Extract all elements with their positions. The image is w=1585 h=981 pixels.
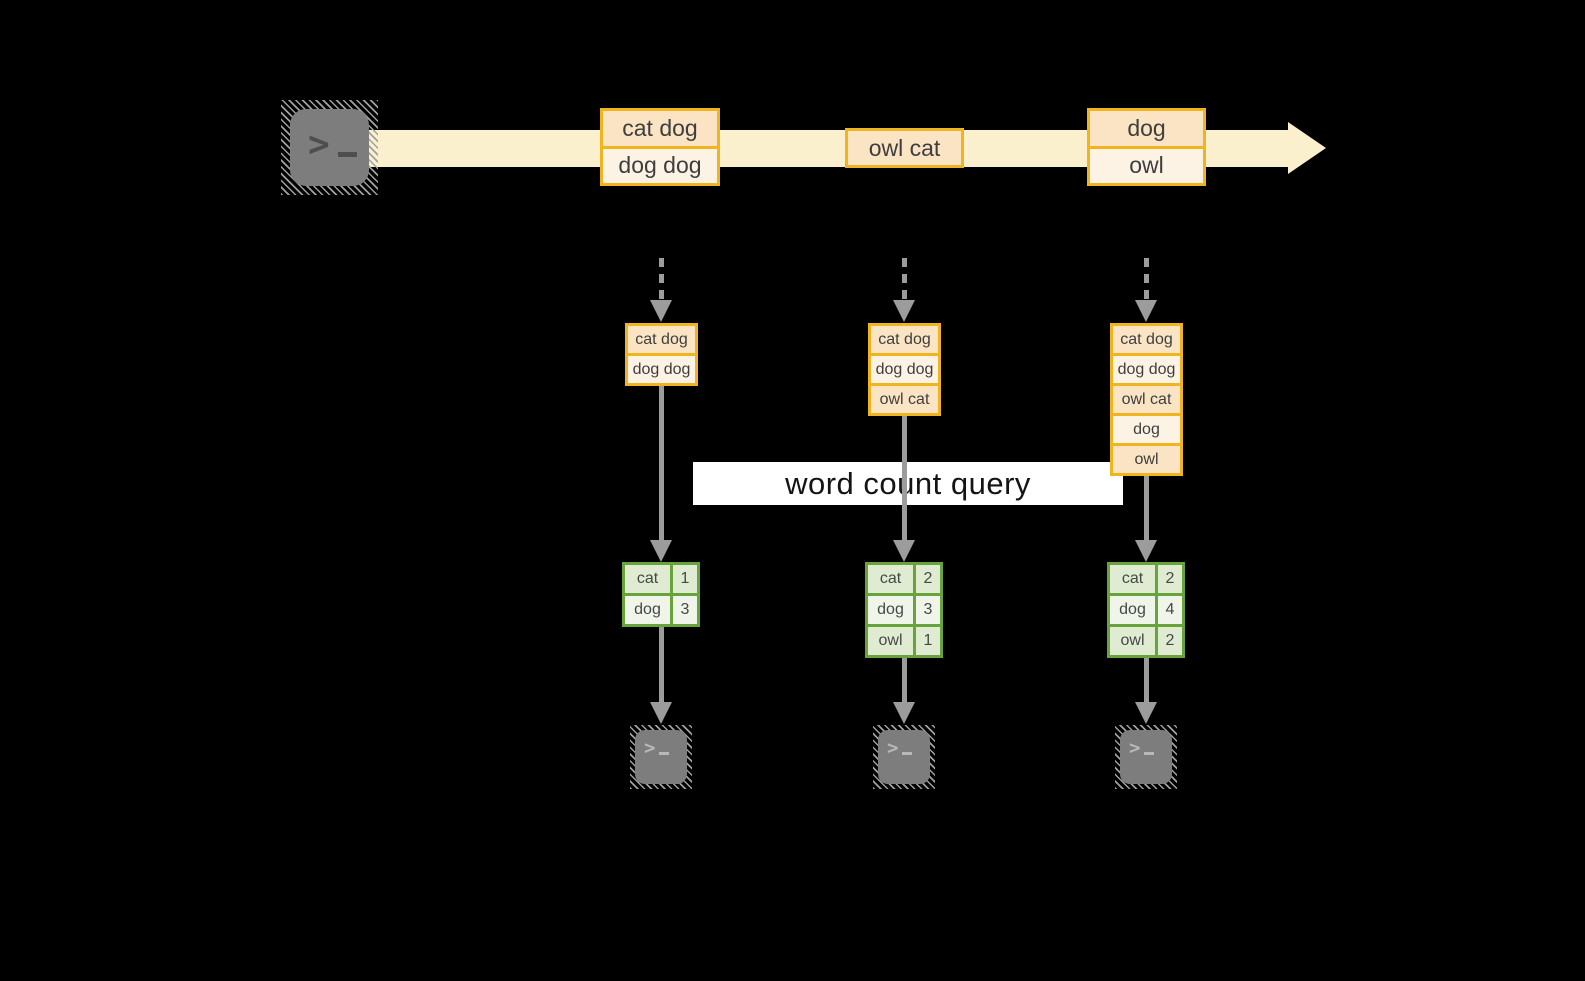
terminal-prompt-icon: > bbox=[878, 730, 930, 758]
sink-terminal-icon: > bbox=[630, 725, 692, 789]
state-log: cat dog dog dog owl cat dog owl bbox=[1110, 323, 1183, 476]
result-count-cell: 2 bbox=[1158, 565, 1182, 593]
state-log-row: cat dog bbox=[1113, 326, 1180, 353]
stream-record-row: owl cat bbox=[848, 131, 961, 165]
stream-record-row: dog bbox=[1090, 111, 1203, 146]
sink-arrowhead bbox=[650, 702, 672, 724]
query-arrow-line bbox=[1144, 476, 1149, 540]
prompt-cursor-icon bbox=[337, 152, 357, 157]
state-log-row: dog dog bbox=[628, 356, 695, 383]
terminal-prompt-icon: > bbox=[290, 109, 369, 163]
state-log-row: owl cat bbox=[871, 386, 938, 413]
state-log-row: cat dog bbox=[871, 326, 938, 353]
terminal-prompt-icon: > bbox=[635, 730, 687, 758]
stream-record: dog owl bbox=[1087, 108, 1206, 186]
result-count-cell: 4 bbox=[1158, 596, 1182, 624]
ingest-arrow-dash bbox=[1144, 258, 1149, 300]
prompt-cursor-icon bbox=[902, 752, 913, 755]
prompt-chevron-icon: > bbox=[308, 124, 330, 165]
query-arrow-line bbox=[902, 416, 907, 540]
stream-arrowhead bbox=[1288, 122, 1326, 174]
prompt-cursor-icon bbox=[659, 752, 670, 755]
state-log-row: dog dog bbox=[871, 356, 938, 383]
state-log-row: owl bbox=[1113, 446, 1180, 473]
terminal-prompt-icon: > bbox=[1120, 730, 1172, 758]
ingest-arrow-dash bbox=[659, 258, 664, 300]
result-count-cell: 2 bbox=[1158, 627, 1182, 655]
result-word-cell: cat bbox=[868, 565, 913, 593]
query-arrowhead bbox=[893, 540, 915, 562]
sink-terminal-icon: > bbox=[1115, 725, 1177, 789]
state-log-row: cat dog bbox=[628, 326, 695, 353]
result-word-cell: cat bbox=[625, 565, 670, 593]
sink-terminal-icon: > bbox=[873, 725, 935, 789]
result-word-cell: dog bbox=[1110, 596, 1155, 624]
state-log-row: dog bbox=[1113, 416, 1180, 443]
stream-record-row: dog dog bbox=[603, 148, 717, 183]
result-table: cat 1 dog 3 bbox=[622, 562, 700, 627]
result-word-cell: owl bbox=[1110, 627, 1155, 655]
stream-record-row: cat dog bbox=[603, 111, 717, 146]
query-label: word count query bbox=[693, 462, 1123, 505]
sink-arrow-line bbox=[659, 627, 664, 702]
result-word-cell: owl bbox=[868, 627, 913, 655]
result-word-cell: dog bbox=[868, 596, 913, 624]
sink-arrowhead bbox=[1135, 702, 1157, 724]
state-log-row: owl cat bbox=[1113, 386, 1180, 413]
sink-arrowhead bbox=[893, 702, 915, 724]
stream-record: cat dog dog dog bbox=[600, 108, 720, 186]
stream-record-row: owl bbox=[1090, 148, 1203, 183]
result-table: cat 2 dog 3 owl 1 bbox=[865, 562, 943, 658]
result-count-cell: 3 bbox=[673, 596, 697, 624]
state-log-row: dog dog bbox=[1113, 356, 1180, 383]
stream-record: owl cat bbox=[845, 128, 964, 168]
query-arrowhead bbox=[1135, 540, 1157, 562]
sink-arrow-line bbox=[902, 658, 907, 702]
ingest-arrow-dash bbox=[902, 258, 907, 300]
terminal-body: > bbox=[290, 109, 369, 186]
query-arrowhead bbox=[650, 540, 672, 562]
result-count-cell: 3 bbox=[916, 596, 940, 624]
result-count-cell: 2 bbox=[916, 565, 940, 593]
terminal-body: > bbox=[878, 730, 930, 784]
query-arrow-line bbox=[659, 386, 664, 540]
source-terminal-icon: > bbox=[281, 100, 378, 195]
result-word-cell: dog bbox=[625, 596, 670, 624]
terminal-body: > bbox=[635, 730, 687, 784]
result-word-cell: cat bbox=[1110, 565, 1155, 593]
result-table: cat 2 dog 4 owl 2 bbox=[1107, 562, 1185, 658]
result-count-cell: 1 bbox=[673, 565, 697, 593]
result-count-cell: 1 bbox=[916, 627, 940, 655]
terminal-body: > bbox=[1120, 730, 1172, 784]
prompt-chevron-icon: > bbox=[887, 737, 899, 759]
ingest-arrowhead bbox=[893, 300, 915, 322]
prompt-chevron-icon: > bbox=[1129, 737, 1141, 759]
ingest-arrowhead bbox=[650, 300, 672, 322]
state-log: cat dog dog dog bbox=[625, 323, 698, 386]
state-log: cat dog dog dog owl cat bbox=[868, 323, 941, 416]
prompt-cursor-icon bbox=[1144, 752, 1155, 755]
prompt-chevron-icon: > bbox=[644, 737, 656, 759]
sink-arrow-line bbox=[1144, 658, 1149, 702]
ingest-arrowhead bbox=[1135, 300, 1157, 322]
